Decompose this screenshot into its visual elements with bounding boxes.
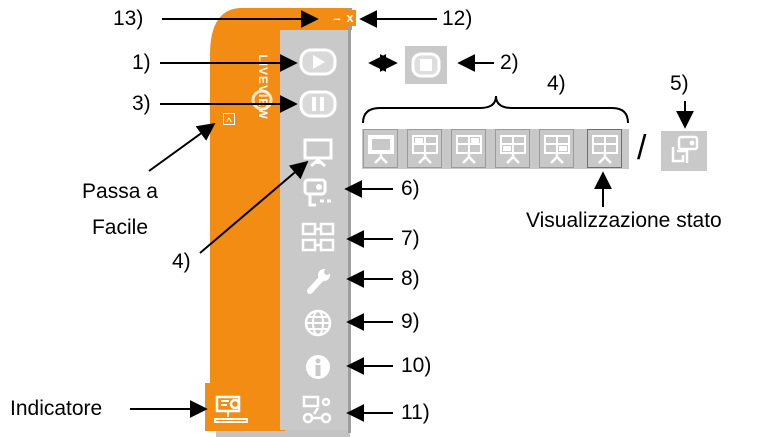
network-button[interactable] [294, 219, 342, 255]
label-camera: 6) [401, 177, 420, 200]
minimize-icon: – [333, 11, 341, 26]
info-button[interactable] [294, 349, 342, 385]
projector-camera-icon [303, 178, 331, 207]
projector-icon [303, 138, 333, 168]
label-switch-easy-line1: Passa a [82, 180, 158, 203]
label-settings: 8) [401, 267, 420, 290]
mode-single-button[interactable] [363, 129, 398, 168]
disconnect-icon [302, 395, 332, 424]
projector-quad-icon [455, 134, 482, 164]
chevron-up-icon: ^ [226, 115, 232, 129]
projector-single-icon [367, 134, 394, 164]
display-mode-button[interactable] [294, 134, 342, 170]
mode-quad-status-button[interactable] [587, 129, 622, 168]
wrench-icon [307, 269, 330, 294]
play-icon [299, 48, 337, 76]
label-web: 9) [401, 310, 420, 333]
projector-quad-icon [411, 134, 438, 164]
label-disconnect: 11) [401, 401, 430, 424]
mode-quad-1-button[interactable] [407, 129, 442, 168]
projector-quad-icon [543, 134, 570, 164]
label-switch-easy-line2: Facile [91, 216, 149, 239]
close-button[interactable]: x [344, 10, 356, 26]
label-indicator: Indicatore [10, 397, 103, 420]
projector-status-icon [671, 135, 699, 163]
label-pause: 3) [132, 92, 151, 115]
close-icon: x [346, 10, 354, 25]
separator-slash: / [637, 129, 647, 167]
network-icon [301, 222, 335, 252]
label-minimize: 13) [113, 7, 144, 30]
status-mode-button[interactable] [661, 131, 707, 171]
minimize-button[interactable]: – [330, 11, 344, 27]
label-network: 7) [401, 227, 420, 250]
label-play: 1) [132, 51, 151, 74]
indicator-box [213, 395, 253, 425]
globe-icon [304, 309, 332, 337]
info-icon [306, 355, 330, 379]
label-close: 12) [442, 7, 473, 30]
label-status-display: Visualizzazione stato [526, 209, 722, 232]
projector-quad-icon [591, 134, 618, 164]
settings-button[interactable] [294, 263, 342, 299]
indicator-icon [214, 395, 248, 423]
mode-quad-4-button[interactable] [539, 129, 574, 168]
stop-button[interactable] [405, 46, 447, 84]
play-button[interactable] [294, 44, 342, 80]
pause-icon [299, 90, 337, 118]
projector-quad-icon [499, 134, 526, 164]
mode-quad-3-button[interactable] [495, 129, 530, 168]
label-info: 10) [401, 354, 432, 377]
label-display-mode-toolbar: 4) [172, 250, 191, 273]
brand-logo: LIVEVIEW [248, 40, 278, 140]
stop-icon [411, 52, 441, 78]
brand-swirl-icon [251, 89, 273, 111]
mode-quad-2-button[interactable] [451, 129, 486, 168]
label-display-mode-group: 4) [547, 72, 566, 95]
switch-easy-button[interactable]: ^ [223, 113, 235, 129]
web-button[interactable] [294, 305, 342, 341]
label-stop: 2) [500, 51, 519, 74]
camera-button[interactable] [294, 175, 342, 211]
disconnect-button[interactable] [294, 392, 342, 428]
label-status-mode: 5) [670, 72, 689, 95]
pause-button[interactable] [294, 86, 342, 122]
